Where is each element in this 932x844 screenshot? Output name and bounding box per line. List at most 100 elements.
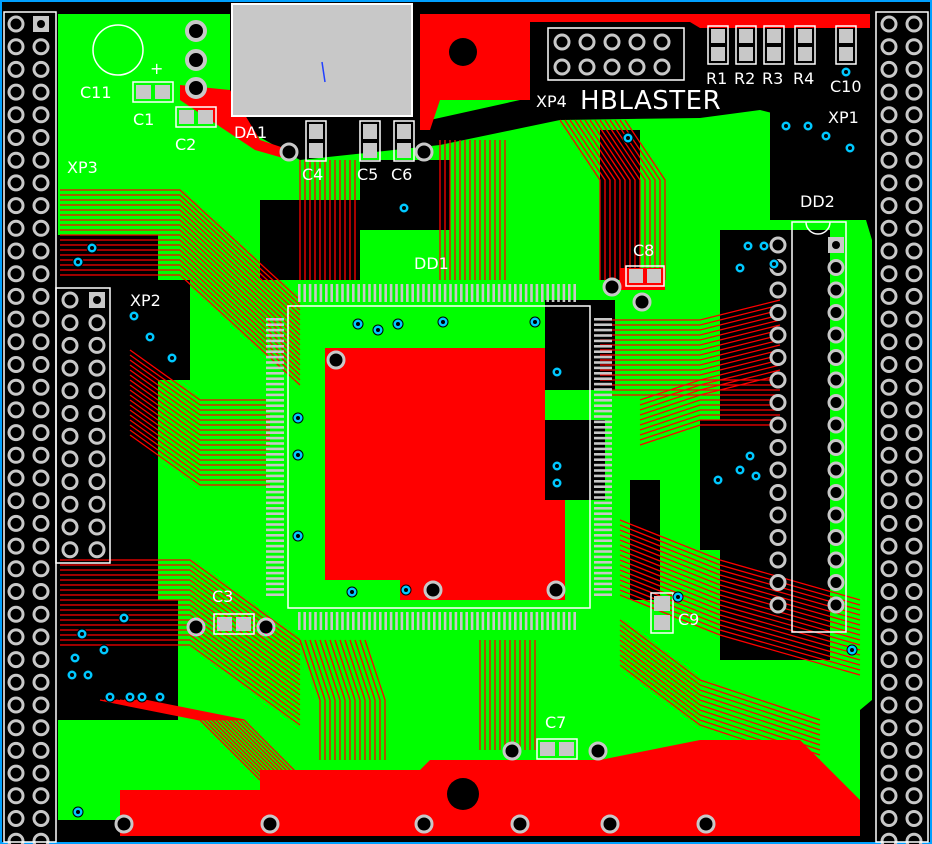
trace — [619, 629, 821, 731]
through-hole-pad — [7, 787, 25, 805]
through-hole-pad — [905, 424, 923, 442]
via-hole — [170, 356, 174, 360]
qfp-pad — [524, 284, 528, 302]
trace — [60, 234, 301, 346]
pad-hole — [832, 241, 840, 249]
qfp-pad — [389, 284, 393, 302]
qfp-pad — [422, 284, 425, 302]
qfp-pad — [319, 284, 323, 302]
through-hole-pad — [7, 106, 25, 124]
through-hole-pad — [32, 810, 50, 827]
trace — [579, 119, 621, 280]
smd-pad — [198, 110, 213, 124]
through-hole-pad — [32, 151, 50, 169]
through-hole-pad — [7, 741, 25, 759]
through-hole-pad — [880, 696, 898, 714]
qfp-pad — [266, 463, 284, 467]
qfp-pad — [594, 415, 612, 418]
board-title: HBLASTER — [580, 86, 722, 116]
trace — [60, 599, 301, 681]
qfp-pad — [266, 361, 284, 364]
through-hole-pad — [880, 446, 898, 464]
qfp-pad — [594, 485, 612, 488]
through-hole-pad — [905, 242, 923, 260]
qfp-pad — [594, 528, 612, 532]
trace — [619, 639, 821, 741]
trace — [624, 119, 666, 280]
qfp-pad — [362, 612, 366, 630]
through-hole-pad — [7, 129, 25, 146]
smd-pad — [839, 29, 853, 43]
through-hole-pad — [32, 424, 50, 442]
via-hole — [738, 468, 742, 472]
label-c1: C1 — [133, 110, 155, 129]
qfp-pad — [368, 612, 371, 630]
trace — [639, 414, 780, 436]
qfp-pad — [481, 284, 485, 302]
trace — [619, 589, 861, 671]
through-hole-pad — [880, 401, 898, 419]
label-c8: C8 — [633, 241, 655, 260]
through-hole-pad — [632, 292, 652, 312]
trace — [60, 604, 301, 686]
smd-pad — [647, 269, 661, 283]
qfp-pad — [594, 431, 612, 434]
trace — [60, 239, 301, 351]
through-hole-pad — [769, 349, 787, 366]
trace — [60, 249, 301, 361]
through-hole-pad — [7, 764, 25, 782]
through-hole-pad — [905, 787, 923, 805]
through-hole-pad — [905, 219, 923, 237]
trace — [354, 639, 376, 760]
trace — [60, 559, 301, 641]
qfp-pad — [266, 409, 284, 413]
through-hole-pad — [827, 394, 845, 411]
copper-traces — [60, 119, 861, 781]
through-hole-pad — [32, 583, 50, 600]
through-hole-pad — [61, 473, 79, 491]
through-hole-pad — [827, 281, 845, 299]
trace — [127, 699, 289, 781]
trace — [60, 244, 301, 356]
through-hole-pad — [905, 60, 923, 78]
trace — [339, 639, 361, 760]
qfp-pad — [362, 284, 366, 302]
through-hole-pad — [905, 651, 923, 669]
via-hole — [754, 474, 758, 478]
through-hole-pad — [7, 333, 25, 351]
through-hole-pad — [61, 541, 79, 559]
qfp-pad — [594, 350, 612, 353]
qfp-pad — [454, 284, 458, 302]
through-hole-pad — [7, 583, 25, 600]
through-hole-pad — [32, 446, 50, 464]
via-hole — [772, 262, 776, 266]
through-hole-pad — [588, 741, 608, 761]
through-hole-pad — [32, 696, 50, 714]
qfp-pad — [594, 393, 612, 397]
qfp-pad — [454, 612, 458, 630]
label-dd2: DD2 — [800, 192, 835, 211]
via-hole — [296, 453, 300, 457]
trace — [349, 639, 371, 760]
qfp-pad — [266, 582, 284, 586]
through-hole-pad — [880, 469, 898, 487]
through-hole-pad — [905, 446, 923, 464]
qfp-pad — [497, 284, 501, 302]
trace — [619, 534, 861, 616]
silkscreen-outlines — [3, 11, 929, 843]
through-hole-pad — [7, 15, 25, 33]
through-hole-pad — [602, 277, 622, 297]
through-hole-pad — [905, 310, 923, 328]
through-hole-pad — [827, 551, 845, 569]
qfp-pad — [266, 534, 284, 537]
through-hole-pad — [827, 461, 845, 479]
through-hole-pad — [61, 382, 79, 400]
trace — [111, 699, 273, 781]
through-hole-pad — [827, 416, 845, 434]
through-hole-pad — [32, 219, 50, 237]
qfp-pad — [438, 612, 441, 630]
qfp-pad — [330, 612, 333, 630]
qfp-pad — [314, 284, 317, 302]
trace — [314, 639, 336, 760]
